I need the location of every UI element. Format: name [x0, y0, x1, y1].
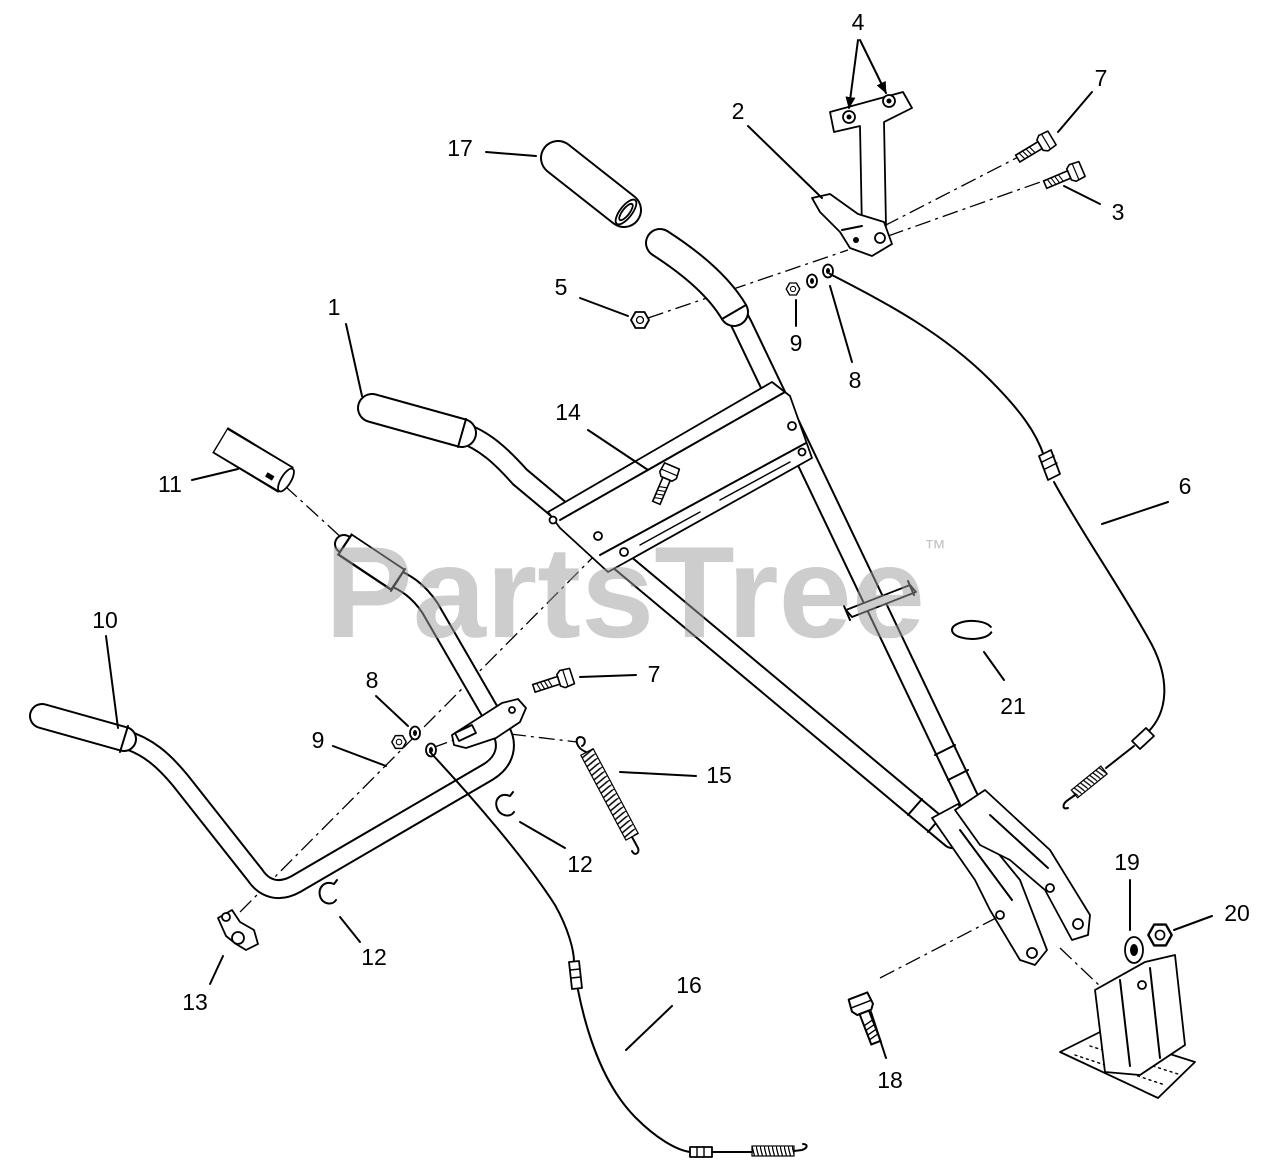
part-9-nut-upper: [785, 282, 801, 296]
alignment-lines: [239, 151, 1103, 989]
leader-line-4a: [845, 39, 859, 109]
watermark: PartsTree: [325, 519, 925, 665]
part-13-clamp: [217, 909, 259, 951]
leader-line-12-right: [519, 821, 566, 849]
callout-1: 1: [328, 294, 341, 320]
lever-bracket: [451, 698, 527, 749]
leader-line-18: [870, 1011, 887, 1059]
part-17-grip: [540, 140, 642, 228]
part-2-bracket: [811, 193, 893, 257]
callout-6: 6: [1179, 473, 1192, 499]
callout-18: 18: [877, 1067, 903, 1093]
callout-13: 13: [182, 989, 208, 1015]
leader-line-8-lower: [375, 695, 409, 727]
leader-line-17: [485, 151, 537, 157]
watermark-trademark: ™: [924, 535, 946, 560]
leader-line-2: [747, 125, 823, 199]
leader-line-12-left: [339, 916, 361, 943]
right-clevis: [954, 789, 1091, 941]
leader-line-9-lower: [332, 745, 387, 767]
part-1-upper-handle: [357, 228, 1091, 966]
alignment-line-bracket-to-bolt-3: [887, 179, 1047, 237]
callout-21: 21: [1000, 693, 1026, 719]
callout-17: 17: [447, 135, 473, 161]
alignment-line-clevis-to-base: [1059, 947, 1103, 989]
leader-line-11: [191, 468, 239, 481]
callout-15: 15: [706, 762, 732, 788]
leader-line-3: [1063, 185, 1101, 205]
callout-3: 3: [1112, 199, 1125, 225]
callout-9-lower: 9: [312, 727, 325, 753]
leader-line-4b: [859, 39, 887, 94]
part-6-cable: [829, 273, 1166, 810]
leader-line-20: [1173, 915, 1213, 931]
leader-line-14: [587, 429, 649, 471]
callout-9-upper: 9: [790, 330, 803, 356]
leader-line-21: [983, 651, 1005, 681]
link-pin: [845, 584, 917, 618]
callout-11: 11: [158, 471, 182, 497]
leader-line-7-lower: [579, 674, 637, 678]
callout-2: 2: [732, 98, 745, 124]
callout-labels: 4 7 2 17 3 5 9 8 1 14 11 6 10 7 8 21 9 1…: [92, 9, 1250, 1093]
part-12-clip-right: [495, 791, 515, 817]
part-8-washer-lower: [409, 725, 421, 741]
callout-12-right: 12: [567, 851, 593, 877]
callout-7-lower: 7: [648, 661, 661, 687]
handle-cross-plate: [547, 381, 813, 573]
part-11-grip-sleeve: [212, 427, 295, 493]
leader-line-8-upper: [829, 285, 853, 363]
leader-lines: [105, 39, 1213, 1059]
leader-line-16: [625, 1005, 673, 1051]
part-20-nut: [1147, 923, 1173, 947]
leader-line-5: [579, 297, 629, 317]
callout-5: 5: [555, 274, 568, 300]
part-15-spring: [575, 736, 640, 855]
callout-10: 10: [92, 607, 118, 633]
leader-line-7-upper: [1057, 91, 1093, 133]
cable-6-spring: [1070, 765, 1108, 799]
part-12-clip-left: [318, 879, 338, 905]
callout-4: 4: [852, 9, 865, 35]
alignment-line-bolt-18: [879, 917, 997, 979]
leader-line-13: [209, 955, 224, 985]
leader-line-1: [345, 323, 363, 397]
callout-8-upper: 8: [849, 367, 862, 393]
base-mount: [1059, 954, 1196, 1099]
leader-line-10: [105, 635, 119, 729]
alignment-line-bracket-to-spring: [509, 733, 578, 743]
leader-line-15: [619, 771, 697, 777]
callout-16: 16: [676, 972, 702, 998]
leader-line-6: [1101, 501, 1169, 525]
washer-lower-inner: [425, 742, 437, 758]
part-9-nut-lower: [391, 734, 407, 750]
part-8-washer-upper: [806, 273, 818, 289]
callout-14: 14: [555, 399, 581, 425]
tube-collar: [907, 744, 969, 833]
callout-8-lower: 8: [366, 667, 379, 693]
alignment-line-clamp-to-plate: [239, 527, 623, 913]
callout-7-upper: 7: [1095, 65, 1108, 91]
part-5-nut: [630, 311, 650, 329]
callout-20: 20: [1224, 900, 1250, 926]
cable-16-spring: [751, 1145, 795, 1157]
alignment-line-nut-to-bracket: [647, 249, 849, 319]
callout-12-left: 12: [361, 944, 387, 970]
part-10-lower-handle: [29, 533, 515, 900]
part-21-ring: [951, 619, 993, 640]
part-16-cable: [429, 751, 808, 1158]
part-19-washer: [1124, 936, 1144, 964]
alignment-line-bracket-to-bolt-7: [883, 151, 1029, 227]
callout-19: 19: [1114, 849, 1140, 875]
alignment-line-grip-11: [284, 485, 345, 541]
